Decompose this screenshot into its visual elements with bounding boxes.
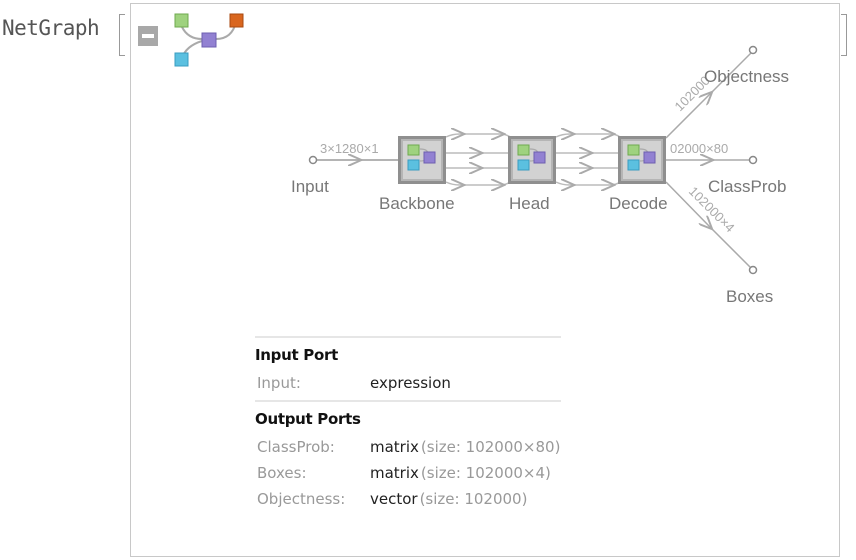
collapse-button[interactable] bbox=[138, 26, 158, 46]
input-port-heading: Input Port bbox=[255, 346, 338, 364]
input-port-dot[interactable] bbox=[308, 155, 318, 165]
row-key: Objectness: bbox=[257, 490, 346, 508]
row-key: ClassProb: bbox=[257, 438, 335, 456]
classprob-port-label: ClassProb bbox=[708, 177, 786, 196]
objectness-port-label: Objectness bbox=[704, 67, 789, 86]
row-key: Input: bbox=[257, 374, 301, 392]
green-square-icon bbox=[174, 13, 189, 28]
netgraph-icon bbox=[174, 13, 244, 67]
purple-square-icon bbox=[201, 32, 217, 48]
node-decode[interactable] bbox=[618, 136, 666, 184]
node-backbone-label: Backbone bbox=[379, 194, 455, 213]
objectness-port-dot[interactable] bbox=[748, 45, 758, 55]
input-port-label: Input bbox=[291, 177, 329, 196]
orange-square-icon bbox=[229, 13, 244, 28]
port-info-table: Input Port Input: expression Output Port… bbox=[255, 336, 561, 512]
edges-head-decode bbox=[555, 134, 621, 185]
boxes-port-label: Boxes bbox=[726, 287, 773, 306]
node-decode-label: Decode bbox=[609, 194, 668, 213]
boxes-port-dot[interactable] bbox=[748, 265, 758, 275]
edge-boxes bbox=[665, 181, 753, 270]
right-bracket bbox=[841, 14, 847, 56]
row-value: matrix bbox=[370, 438, 419, 456]
row-size: (size: 102000) bbox=[419, 490, 528, 508]
edges-backbone-head bbox=[445, 134, 511, 185]
output-ports-heading: Output Ports bbox=[255, 410, 361, 428]
row-value: expression bbox=[370, 374, 451, 392]
classprob-port-dot[interactable] bbox=[748, 155, 758, 165]
row-value: matrix bbox=[370, 464, 419, 482]
row-size: (size: 102000×80) bbox=[420, 438, 561, 456]
blue-square-icon bbox=[174, 52, 189, 67]
output-row-classprob: ClassProb: matrix (size: 102000×80) bbox=[255, 434, 561, 460]
output-row-boxes: Boxes: matrix (size: 102000×4) bbox=[255, 460, 561, 486]
row-value: vector bbox=[370, 490, 418, 508]
divider bbox=[255, 400, 561, 402]
row-key: Boxes: bbox=[257, 464, 307, 482]
divider bbox=[255, 336, 561, 338]
node-backbone[interactable] bbox=[398, 136, 446, 184]
input-dims: 3×1280×1 bbox=[320, 141, 379, 156]
classprob-dims: 02000×80 bbox=[670, 141, 728, 156]
output-row-objectness: Objectness: vector (size: 102000) bbox=[255, 486, 561, 512]
node-head-label: Head bbox=[509, 194, 550, 213]
netgraph-panel bbox=[130, 3, 840, 557]
edge-objectness bbox=[665, 51, 753, 139]
input-row: Input: expression bbox=[255, 370, 561, 396]
node-head[interactable] bbox=[508, 136, 556, 184]
expression-head: NetGraph bbox=[2, 16, 100, 40]
left-bracket bbox=[119, 14, 125, 56]
row-size: (size: 102000×4) bbox=[420, 464, 551, 482]
